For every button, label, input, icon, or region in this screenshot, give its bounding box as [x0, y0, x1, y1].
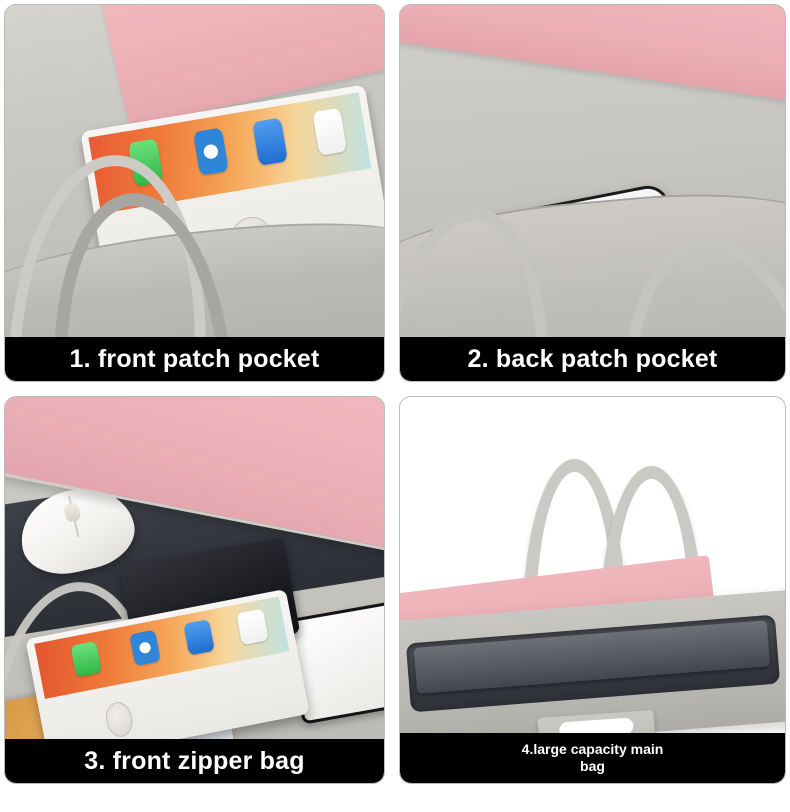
music-app-icon [237, 609, 269, 645]
panel-1-photo [5, 5, 384, 381]
safari-app-icon [129, 630, 162, 666]
mouse-scroll-wheel [63, 501, 82, 523]
tablet-home-button [103, 700, 136, 740]
panel-2-photo [400, 5, 785, 381]
panel-4-caption: 4.large capacity main bag [400, 733, 785, 783]
panel-back-patch-pocket[interactable]: 2. back patch pocket [399, 4, 786, 382]
panel-4-caption-line-2: bag [580, 758, 605, 774]
panel-3-caption: 3. front zipper bag [5, 739, 384, 783]
panel-front-patch-pocket[interactable]: 1. front patch pocket [4, 4, 385, 382]
mail-app-icon [183, 619, 215, 656]
panel-3-photo [5, 397, 384, 783]
panel-2-caption: 2. back patch pocket [400, 337, 785, 381]
panel-front-zipper-bag[interactable]: 3. front zipper bag [4, 396, 385, 784]
panel-4-caption-line-1: 4.large capacity main [521, 740, 664, 757]
panel-4-photo [400, 397, 785, 783]
panel-1-caption: 1. front patch pocket [5, 337, 384, 381]
panel-4-caption-text: 4.large capacity main bag [522, 741, 664, 776]
panel-large-capacity-main-bag[interactable]: 4.large capacity main bag [399, 396, 786, 784]
mail-app-icon [252, 117, 289, 165]
music-app-icon [311, 107, 348, 155]
safari-app-icon [193, 127, 229, 175]
messages-app-icon [70, 641, 103, 678]
